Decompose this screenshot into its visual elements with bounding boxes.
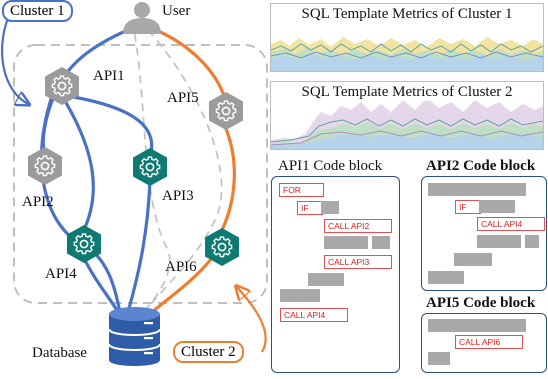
api6-label: API6: [165, 259, 197, 275]
api2-code-title: API2 Code block: [426, 158, 536, 174]
code-line: [321, 201, 339, 214]
code-line: [308, 273, 344, 286]
api5-label: API5: [167, 90, 199, 106]
cluster2-metrics-plot: [271, 98, 543, 149]
code-line: [324, 236, 368, 249]
cluster1-chart-title: SQL Template Metrics of Cluster 1: [271, 6, 543, 23]
code-line: [428, 271, 464, 284]
database-icon: [108, 307, 161, 366]
if-keyword: IF: [297, 201, 323, 215]
api1-code-title: API1 Code block: [278, 158, 383, 174]
code-line: [280, 289, 320, 302]
api5-node[interactable]: [209, 92, 243, 130]
code-line: [428, 183, 526, 196]
api3-node[interactable]: [133, 148, 167, 186]
api1-code-block: FOR IF CALL API2 CALL API3 CALL API4: [271, 176, 400, 373]
user-icon: [123, 2, 161, 34]
call-api3-keyword: CALL API3: [324, 255, 392, 269]
code-line: [477, 235, 521, 248]
user-label: User: [162, 3, 191, 19]
code-line: [525, 235, 539, 248]
api5-code-title: API5 Code block: [426, 295, 536, 311]
code-line: [372, 236, 390, 249]
call-api6-keyword: CALL API6: [455, 335, 523, 349]
api5-code-block: CALL API6: [421, 313, 547, 373]
cluster2-chart-title: SQL Template Metrics of Cluster 2: [271, 84, 543, 101]
api2-node[interactable]: [28, 147, 62, 185]
api4-node[interactable]: [67, 225, 101, 263]
system-boundary: [13, 44, 268, 304]
cluster1-metrics-chart: SQL Template Metrics of Cluster 1: [270, 3, 544, 72]
call-api4-keyword: CALL API4: [280, 308, 348, 322]
database-label: Database: [32, 345, 87, 361]
api2-label: API2: [22, 194, 54, 210]
code-line: [479, 200, 515, 213]
code-line: [454, 253, 492, 266]
cluster2-callout-arrow: [237, 287, 267, 353]
cluster1-metrics-plot: [271, 37, 543, 71]
code-line: [428, 319, 526, 332]
if-keyword: IF: [455, 200, 481, 214]
api3-label: API3: [162, 188, 194, 204]
for-keyword: FOR: [279, 183, 324, 197]
dashed-paths: [131, 19, 223, 319]
code-line: [428, 352, 450, 365]
cluster1-callout-arrow: [1, 17, 28, 104]
call-api4-keyword: CALL API4: [477, 217, 545, 231]
api4-label: API4: [45, 266, 77, 282]
api1-node[interactable]: [45, 67, 79, 105]
api2-code-block: IF CALL API4: [421, 176, 547, 291]
call-api2-keyword: CALL API2: [324, 219, 392, 233]
api6-node[interactable]: [205, 228, 239, 266]
api1-label: API1: [93, 68, 125, 84]
cluster1-label: Cluster 1: [2, 0, 73, 22]
cluster2-metrics-chart: SQL Template Metrics of Cluster 2: [270, 81, 544, 150]
cluster2-label: Cluster 2: [173, 341, 244, 363]
